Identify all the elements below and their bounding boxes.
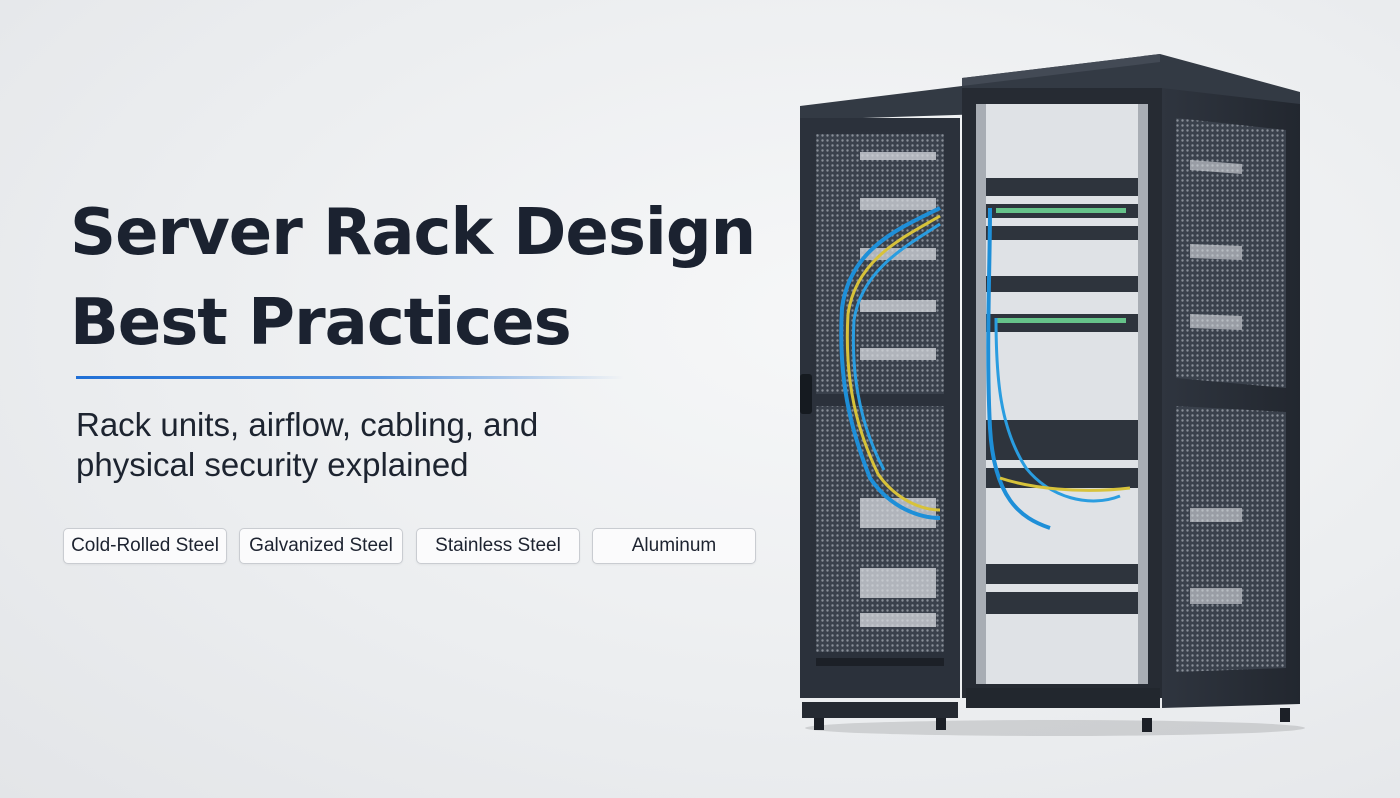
subtitle-line-1: Rack units, airflow, cabling, and xyxy=(76,406,539,443)
material-chip-galvanized-steel: Galvanized Steel xyxy=(239,528,403,564)
accent-divider xyxy=(76,376,624,379)
material-chip-stainless-steel: Stainless Steel xyxy=(416,528,580,564)
server-rack-cabinet-icon xyxy=(800,54,1305,736)
hero-text: Server Rack Design Best Practices xyxy=(70,188,770,368)
title-line-1: Server Rack Design xyxy=(70,196,756,270)
title-line-2: Best Practices xyxy=(70,286,572,360)
page-title: Server Rack Design Best Practices xyxy=(70,188,770,368)
material-chip-cold-rolled-steel: Cold-Rolled Steel xyxy=(63,528,227,564)
material-chip-aluminum: Aluminum xyxy=(592,528,756,564)
subtitle-line-2: physical security explained xyxy=(76,446,469,483)
subtitle: Rack units, airflow, cabling, and physic… xyxy=(76,405,636,485)
